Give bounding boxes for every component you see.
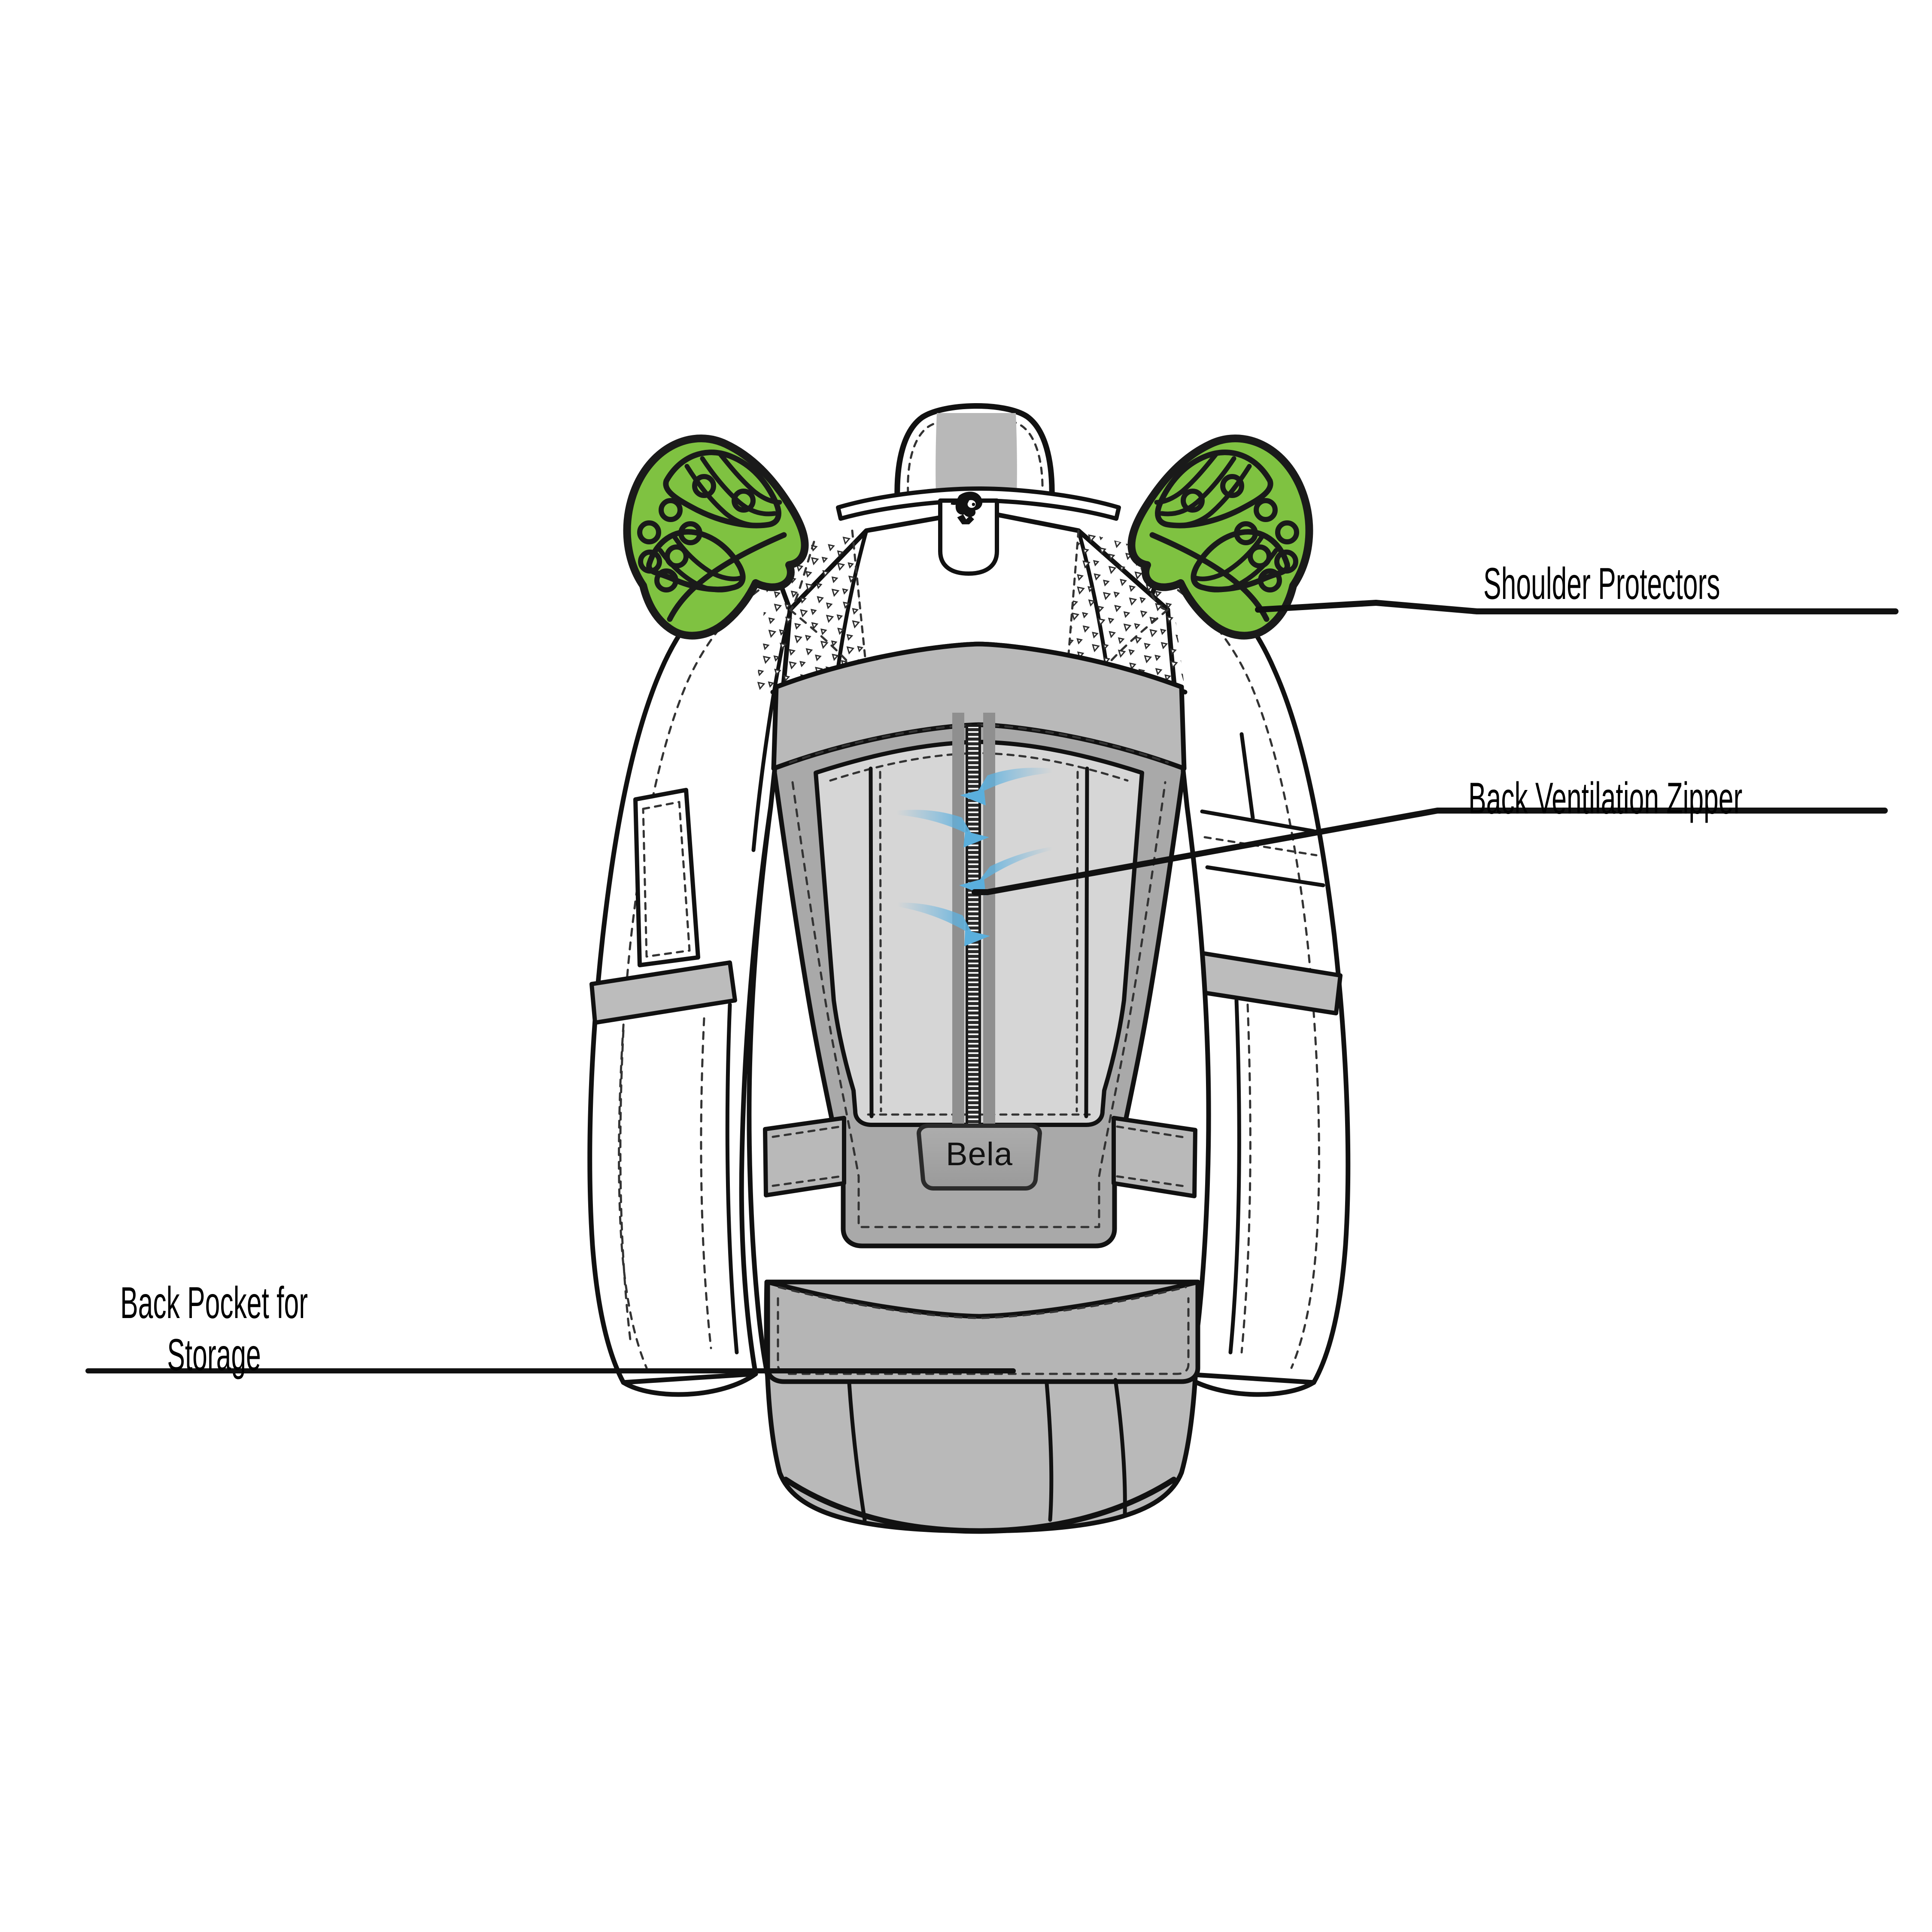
left-sleeve-reflective-band	[589, 960, 737, 1025]
leader-back-ventilation-zipper	[972, 808, 1888, 895]
bela-badge: Bela	[917, 1124, 1042, 1191]
back-storage-pocket	[764, 1279, 1200, 1534]
shoulder-protector-right	[1127, 434, 1313, 640]
shoulder-protector-left	[623, 434, 809, 640]
annotation-label-line-1: Back Pocket for	[120, 1278, 308, 1328]
left-sleeve	[587, 551, 793, 1397]
bela-badge-text: Bela	[946, 1136, 1013, 1173]
collar	[836, 403, 1121, 576]
zipper-tape-left	[952, 713, 964, 1151]
annotation-label-shoulder-protectors: Shoulder Protectors	[1483, 559, 1720, 609]
leader-lines	[85, 600, 1899, 1373]
airflow-arrow-1	[960, 768, 1053, 805]
leader-shoulder-protectors	[1255, 600, 1899, 614]
airflow-arrow-2	[896, 810, 989, 848]
annotation-label-line-2: Storage	[167, 1330, 261, 1380]
mesh-panel-left-edge	[851, 529, 868, 671]
collar-gray-patch	[936, 413, 1017, 495]
airflow-arrow-4	[897, 902, 990, 946]
annotation-label-back-ventilation-zipper: Back Ventilation Zipper	[1468, 774, 1743, 823]
left-arm-pocket	[633, 788, 700, 967]
mesh-panel-right-edge	[1066, 529, 1080, 671]
annotation-label-back-pocket-for-storage: Back Pocket for Storage	[120, 1277, 308, 1381]
panther-head-logo	[951, 492, 983, 525]
waist-adjustment-belt	[763, 1116, 1197, 1198]
